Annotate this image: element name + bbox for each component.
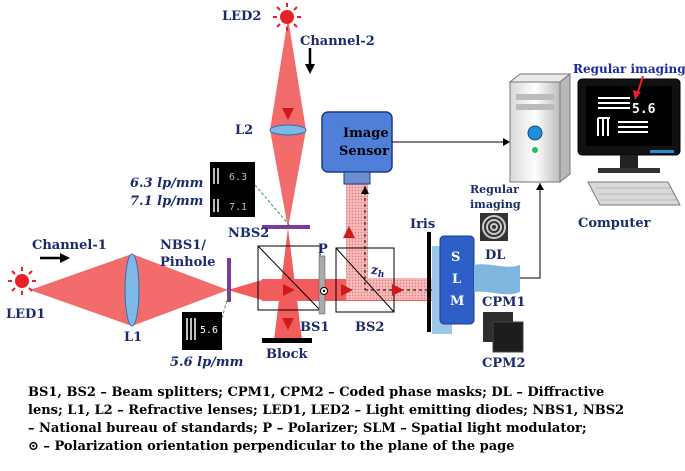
cpm2-label: CPM2 [482,356,526,371]
target-63-label: 6.3 [229,172,247,183]
image-sensor [321,111,393,173]
led2-label: LED2 [222,9,261,24]
nbs1-plate [227,258,231,302]
bs2-label: BS2 [355,320,384,335]
image-sensor-label-2: Sensor [339,144,389,159]
nbs1-target-image: 5.6 [182,312,222,350]
led2-icon [273,3,301,31]
zh-up-arrow [361,186,369,194]
cpm1-label: CPM1 [482,295,526,310]
block-label: Block [266,347,309,362]
p-label: P [318,242,328,257]
block [262,338,312,343]
nbs2-label: NBS2 [228,226,269,241]
monitor-pointer-head [633,90,641,100]
lens-l1 [124,253,140,327]
channel1-arrow-head [60,253,70,263]
led1-icon [8,267,36,295]
channel2-beam-lower [274,228,302,340]
slm-to-computer-wire [520,183,541,279]
nbs1-label: NBS1/ [160,238,206,253]
legend-line-2: lens; L1, L2 – Refractive lenses; LED1, … [28,403,625,418]
sensor-beam-horizontal [346,278,432,300]
target-71-label: 7.1 [229,202,247,213]
computer-label: Computer [578,216,651,231]
pinhole-label: Pinhole [160,255,216,270]
channel1-beam-to-bs [228,280,262,300]
bs1-label: BS1 [300,320,329,335]
l2-label: L2 [235,123,253,138]
slm-cable [474,264,520,295]
beam-arrows [282,108,404,330]
nbs2-plate [262,225,310,229]
computer-monitor: 5.6 [577,78,681,173]
res-63-label: 6.3 lp/mm [130,176,203,191]
lens-l2 [269,124,307,136]
sensor-beam-vertical [346,183,368,288]
led1-label: LED1 [6,307,45,322]
sensor-wire-arrow [503,138,510,146]
legend-line-1: BS1, BS2 – Beam splitters; CPM1, CPM2 – … [28,385,605,400]
monitor-value: 5.6 [632,102,656,117]
slm-letter-l: L [452,272,461,287]
channel2-arrow-head [305,64,315,74]
iris-label: Iris [410,217,435,232]
dl-label: DL [485,248,505,263]
legend: BS1, BS2 – Beam splitters; CPM1, CPM2 – … [28,384,678,456]
nbs2-target-image: 6.3 7.1 [210,162,255,217]
regular-imaging-small-1: Regular [470,183,519,196]
regular-imaging-label: Regular imaging [573,62,685,76]
legend-line-4: ⊙ – Polarization orientation perpendicul… [28,439,515,454]
res-71-label: 7.1 lp/mm [130,194,203,209]
legend-line-3: – National bureau of standards; P – Pola… [28,421,587,436]
slm-wire-arrow [536,183,544,190]
slm-letter-m: M [450,294,464,309]
bs2-cube [335,247,395,313]
regular-imaging-small-2: imaging [470,198,521,211]
channel2-beam [270,18,306,228]
computer-tower [508,72,572,184]
zh-label: zh [370,263,384,280]
res-56-label: 5.6 lp/mm [170,355,243,370]
dl-hologram [480,213,508,241]
l1-label: L1 [124,330,142,345]
cpm2-mask [492,321,524,353]
slm-letter-s: S [451,250,460,265]
nbs2-target-connector [254,184,291,227]
channel2-label: Channel-2 [300,34,375,49]
image-sensor-label-1: Image [343,126,389,141]
keyboard [587,181,681,206]
image-sensor-mount [343,171,371,185]
polarizer-p [318,255,326,315]
iris [427,232,431,332]
target-56-label: 5.6 [200,325,218,336]
channel1-label: Channel-1 [32,238,107,253]
